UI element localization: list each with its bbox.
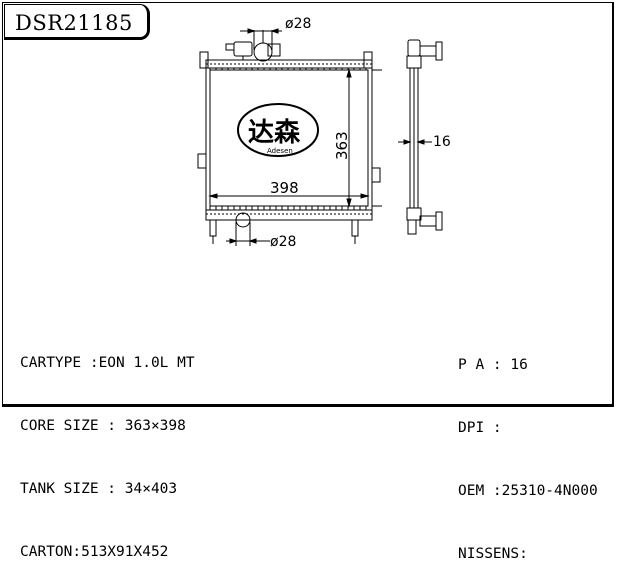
spec-carton: CARTON:513X91X452 — [20, 544, 169, 560]
filler-cap — [233, 41, 253, 57]
bottom-outlet-pipe — [235, 212, 251, 228]
top-inlet-pipe — [253, 42, 273, 62]
specs-right: P A : 16 DPI : OEM :25310-4N000 NISSENS: — [458, 313, 598, 586]
part-code-tab: DSR21185 — [4, 4, 150, 40]
bottom-bar — [150, 404, 520, 407]
spec-cartype: CARTYPE :EON 1.0L MT — [20, 355, 195, 371]
top-pipe-dim-label: ø28 — [285, 16, 311, 32]
radiator-drawing: ø28 ø28 398 363 16 达森 Adesen — [197, 16, 451, 250]
part-code: DSR21185 — [15, 11, 133, 35]
thickness-dim-label: 16 — [433, 134, 451, 150]
spec-pa: P A : 16 — [458, 357, 528, 373]
spec-tank-size: TANK SIZE : 34×403 — [20, 481, 178, 497]
spec-oem: OEM :25310-4N000 — [458, 483, 598, 499]
specs-left: CARTYPE :EON 1.0L MT CORE SIZE : 363×398… — [20, 311, 195, 584]
logo-subtext: Adesen — [267, 147, 293, 155]
logo-ellipse — [237, 103, 319, 157]
spec-nissens: NISSENS: — [458, 546, 528, 562]
top-left-lug — [199, 51, 209, 69]
width-dim-label: 398 — [270, 179, 299, 197]
radiator-core — [209, 69, 369, 207]
bottom-pipe-dim-label: ø28 — [270, 234, 296, 250]
logo-text: 达森 — [248, 118, 301, 148]
spec-dpi: DPI : — [458, 420, 502, 436]
top-right-lug — [363, 51, 373, 69]
bottom-tank — [205, 209, 373, 221]
spec-core-size: CORE SIZE : 363×398 — [20, 418, 186, 434]
height-dim-label: 363 — [333, 131, 351, 160]
